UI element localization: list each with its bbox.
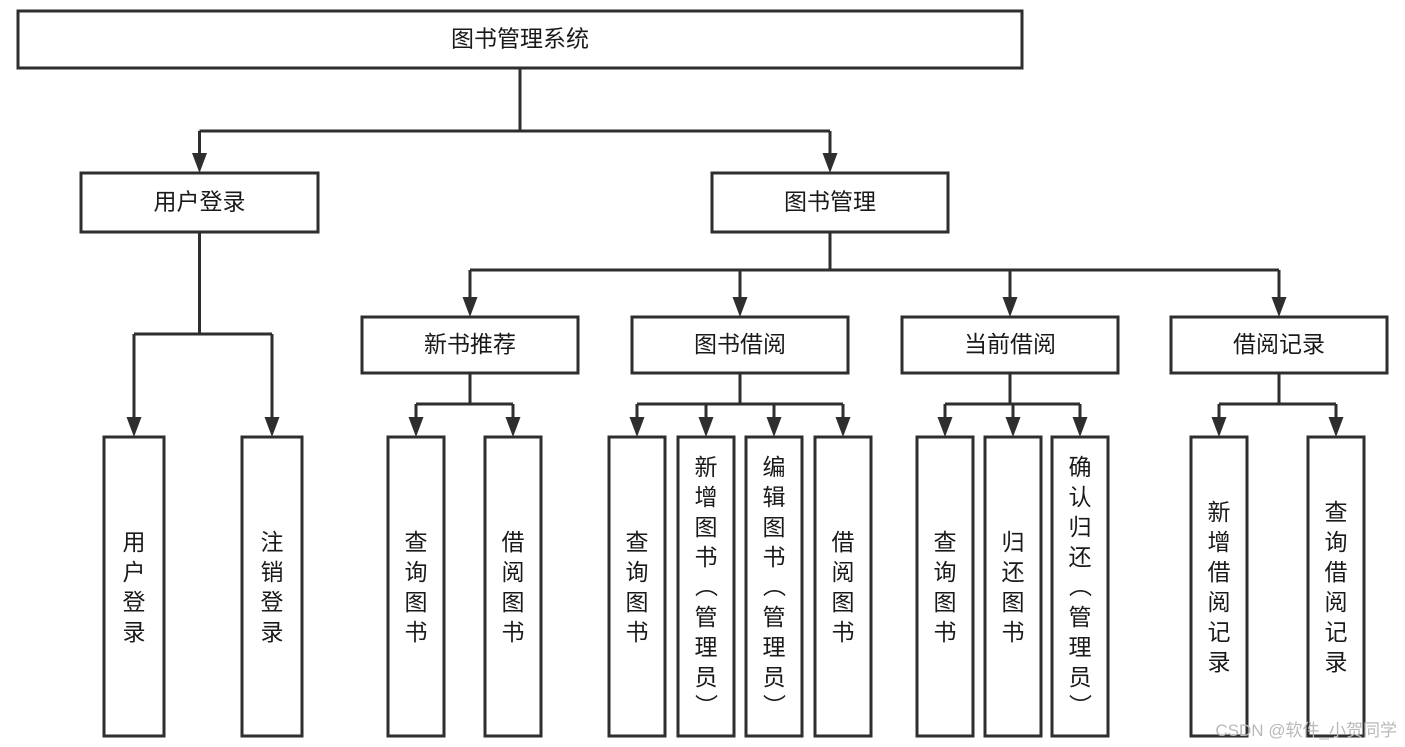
- edge-current-to-actions: [937, 373, 1088, 437]
- arrow-head-icon: [732, 297, 748, 317]
- node-label-borrow-record: 借阅记录: [1233, 331, 1325, 357]
- node-label-user-login: 用户登录: [154, 189, 246, 215]
- node-label-leaf-add-book: 新增图书（管理员）: [695, 454, 719, 720]
- node-leaf-query-book-current[interactable]: 查询图书: [915, 435, 975, 738]
- node-label-leaf-confirm-return: 确认归还（管理员）: [1069, 454, 1093, 720]
- arrow-head-icon: [1328, 417, 1344, 437]
- node-box-leaf-query-book-recommend: [386, 435, 446, 738]
- node-label-leaf-borrow-book: 借阅图书: [832, 529, 855, 645]
- arrow-head-icon: [505, 417, 521, 437]
- node-leaf-add-book[interactable]: 新增图书（管理员）: [676, 435, 736, 738]
- edge-login-to-actions: [126, 232, 280, 437]
- edge-root-to-modules: [192, 68, 838, 173]
- arrow-head-icon: [629, 417, 645, 437]
- arrow-head-icon: [1271, 297, 1287, 317]
- node-box-user-login: [79, 171, 320, 234]
- node-label-book-borrow: 图书借阅: [694, 331, 786, 357]
- node-box-new-book-recommend: [360, 315, 580, 375]
- node-root[interactable]: 图书管理系统: [16, 9, 1024, 70]
- arrow-head-icon: [192, 153, 207, 173]
- node-box-leaf-add-book: [676, 435, 736, 738]
- node-label-leaf-query-book-current: 查询图书: [934, 529, 957, 645]
- node-box-leaf-borrow-book: [813, 435, 873, 738]
- node-label-leaf-borrow-book-recommend: 借阅图书: [502, 529, 525, 645]
- arrow-head-icon: [937, 417, 953, 437]
- node-leaf-query-record[interactable]: 查询借阅记录: [1306, 435, 1366, 738]
- node-box-leaf-logout: [240, 435, 304, 738]
- arrow-head-icon: [264, 417, 280, 437]
- connector-layer: [126, 68, 1344, 437]
- node-new-book-recommend[interactable]: 新书推荐: [360, 315, 580, 375]
- node-box-leaf-user-login: [102, 435, 166, 738]
- node-leaf-query-book-recommend[interactable]: 查询图书: [386, 435, 446, 738]
- node-leaf-add-record[interactable]: 新增借阅记录: [1189, 435, 1249, 738]
- node-box-leaf-confirm-return: [1050, 435, 1110, 738]
- arrow-head-icon: [126, 417, 142, 437]
- edge-borrow-to-actions: [629, 373, 851, 437]
- node-label-new-book-recommend: 新书推荐: [424, 331, 516, 357]
- node-box-leaf-borrow-book-recommend: [483, 435, 543, 738]
- arrow-head-icon: [822, 153, 838, 173]
- node-box-leaf-query-record: [1306, 435, 1366, 738]
- node-label-leaf-logout: 注销登录: [261, 529, 284, 645]
- node-book-manage[interactable]: 图书管理: [710, 171, 950, 234]
- node-label-leaf-edit-book: 编辑图书（管理员）: [763, 454, 787, 720]
- edge-recommend-to-actions: [408, 373, 521, 437]
- node-borrow-record[interactable]: 借阅记录: [1169, 315, 1389, 375]
- node-leaf-confirm-return[interactable]: 确认归还（管理员）: [1050, 435, 1110, 738]
- node-box-book-manage: [710, 171, 950, 234]
- node-label-leaf-return-book: 归还图书: [1002, 529, 1025, 645]
- node-label-current-borrow: 当前借阅: [964, 331, 1056, 357]
- node-leaf-borrow-book-recommend[interactable]: 借阅图书: [483, 435, 543, 738]
- node-label-leaf-query-book-recommend: 查询图书: [405, 529, 428, 645]
- arrow-head-icon: [766, 417, 782, 437]
- node-box-book-borrow: [630, 315, 850, 375]
- node-label-leaf-add-record: 新增借阅记录: [1208, 499, 1231, 675]
- node-current-borrow[interactable]: 当前借阅: [900, 315, 1120, 375]
- node-book-borrow[interactable]: 图书借阅: [630, 315, 850, 375]
- arrow-head-icon: [1002, 297, 1018, 317]
- node-label-leaf-user-login: 用户登录: [123, 529, 146, 645]
- arrow-head-icon: [1072, 417, 1088, 437]
- node-box-leaf-query-book-borrow: [607, 435, 667, 738]
- node-box-current-borrow: [900, 315, 1120, 375]
- node-leaf-borrow-book[interactable]: 借阅图书: [813, 435, 873, 738]
- node-box-root: [16, 9, 1024, 70]
- arrow-head-icon: [698, 417, 714, 437]
- node-box-leaf-query-book-current: [915, 435, 975, 738]
- edge-record-to-actions: [1211, 373, 1344, 437]
- node-leaf-edit-book[interactable]: 编辑图书（管理员）: [744, 435, 804, 738]
- node-user-login[interactable]: 用户登录: [79, 171, 320, 234]
- arrow-head-icon: [462, 297, 478, 317]
- node-label-leaf-query-book-borrow: 查询图书: [626, 529, 649, 645]
- node-layer: 图书管理系统用户登录图书管理新书推荐图书借阅当前借阅借阅记录用户登录注销登录查询…: [16, 9, 1389, 738]
- node-box-borrow-record: [1169, 315, 1389, 375]
- node-label-root: 图书管理系统: [451, 26, 589, 52]
- edge-manage-to-submodules: [462, 232, 1287, 317]
- node-leaf-logout[interactable]: 注销登录: [240, 435, 304, 738]
- arrow-head-icon: [835, 417, 851, 437]
- node-leaf-return-book[interactable]: 归还图书: [983, 435, 1043, 738]
- arrow-head-icon: [1005, 417, 1021, 437]
- node-label-leaf-query-record: 查询借阅记录: [1325, 499, 1348, 675]
- arrow-head-icon: [1211, 417, 1227, 437]
- arrow-head-icon: [408, 417, 424, 437]
- node-box-leaf-add-record: [1189, 435, 1249, 738]
- node-leaf-query-book-borrow[interactable]: 查询图书: [607, 435, 667, 738]
- node-leaf-user-login[interactable]: 用户登录: [102, 435, 166, 738]
- node-box-leaf-return-book: [983, 435, 1043, 738]
- node-label-book-manage: 图书管理: [784, 189, 876, 215]
- node-box-leaf-edit-book: [744, 435, 804, 738]
